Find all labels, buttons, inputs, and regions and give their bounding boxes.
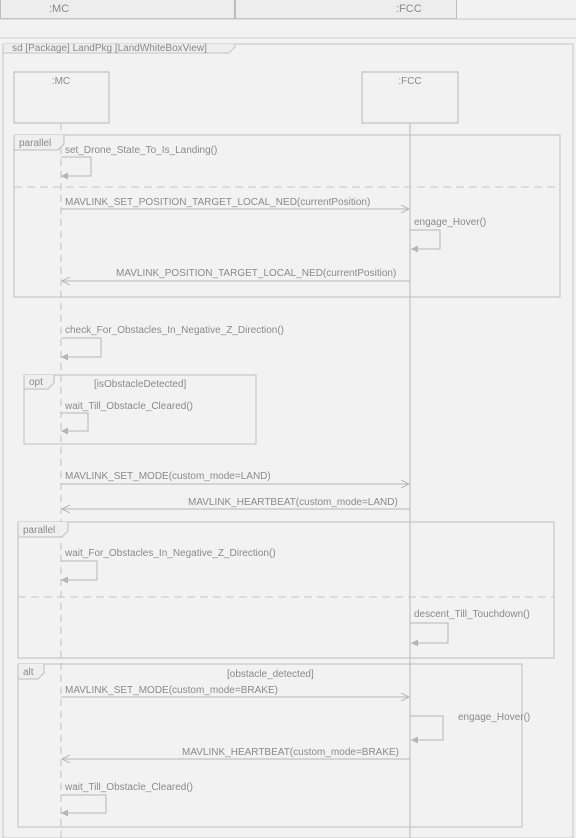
message-9-self-arrow [61, 560, 98, 584]
message-6-self-arrow [61, 412, 89, 435]
message-14-label: wait_Till_Obstacle_Cleared() [64, 782, 193, 793]
message-7-label: MAVLINK_SET_MODE(custom_mode=LAND) [65, 471, 271, 482]
fragment-opt-guard: [isObstacleDetected] [94, 379, 186, 390]
header-mc-label: :MC [49, 3, 70, 15]
fragment-parallel-1-tab [13, 135, 65, 151]
sd-frame-label: sd [Package] LandPkg [LandWhiteBoxView] [12, 43, 207, 54]
fragment-alt-label: alt [23, 667, 34, 678]
fragment-parallel-2-label: parallel [23, 525, 55, 536]
message-10-self-arrow [410, 622, 449, 647]
fragment-alt-tab [17, 664, 45, 680]
message-6-label: wait_Till_Obstacle_Cleared() [64, 401, 193, 412]
message-1-label: set_Drone_State_To_Is_Landing() [65, 145, 217, 156]
message-1-self-arrow [61, 156, 92, 180]
message-9-label: wait_For_Obstacles_In_Negative_Z_Directi… [64, 548, 276, 559]
message-3-self-arrow [410, 229, 441, 253]
message-13-label: MAVLINK_HEARTBEAT(custom_mode=BRAKE) [182, 747, 399, 758]
fragment-opt-label: opt [29, 377, 43, 388]
sd-frame-tab [2, 44, 236, 54]
fragment-alt [17, 663, 523, 828]
message-14-self-arrow [61, 794, 107, 817]
fragment-opt [23, 374, 257, 445]
message-12-self-arrow [410, 715, 444, 744]
fragment-parallel-2 [17, 521, 555, 659]
sd-frame [2, 43, 574, 838]
message-12-label: engage_Hover() [458, 712, 530, 723]
message-8-label: MAVLINK_HEARTBEAT(custom_mode=LAND) [188, 497, 398, 508]
message-11-label: MAVLINK_SET_MODE(custom_mode=BRAKE) [65, 685, 278, 696]
message-2-label: MAVLINK_SET_POSITION_TARGET_LOCAL_NED(cu… [65, 197, 370, 208]
header-fcc-label: :FCC [396, 3, 422, 15]
message-5-self-arrow [61, 337, 102, 361]
message-10-label: descent_Till_Touchdown() [414, 609, 530, 620]
lifeline-mc-label: :MC [52, 76, 70, 87]
fragment-parallel-1 [13, 134, 561, 298]
message-4-label: MAVLINK_POSITION_TARGET_LOCAL_NED(curren… [116, 268, 396, 279]
fragment-parallel-1-label: parallel [19, 138, 51, 149]
message-3-label: engage_Hover() [414, 217, 486, 228]
message-5-label: check_For_Obstacles_In_Negative_Z_Direct… [65, 325, 284, 336]
fragment-opt-tab [23, 375, 55, 390]
fragment-alt-guard: [obstacle_detected] [227, 669, 314, 680]
lifeline-fcc-label: :FCC [398, 76, 421, 87]
lifeline-head-mc[interactable] [13, 71, 110, 124]
fragment-parallel-2-tab [17, 522, 69, 538]
